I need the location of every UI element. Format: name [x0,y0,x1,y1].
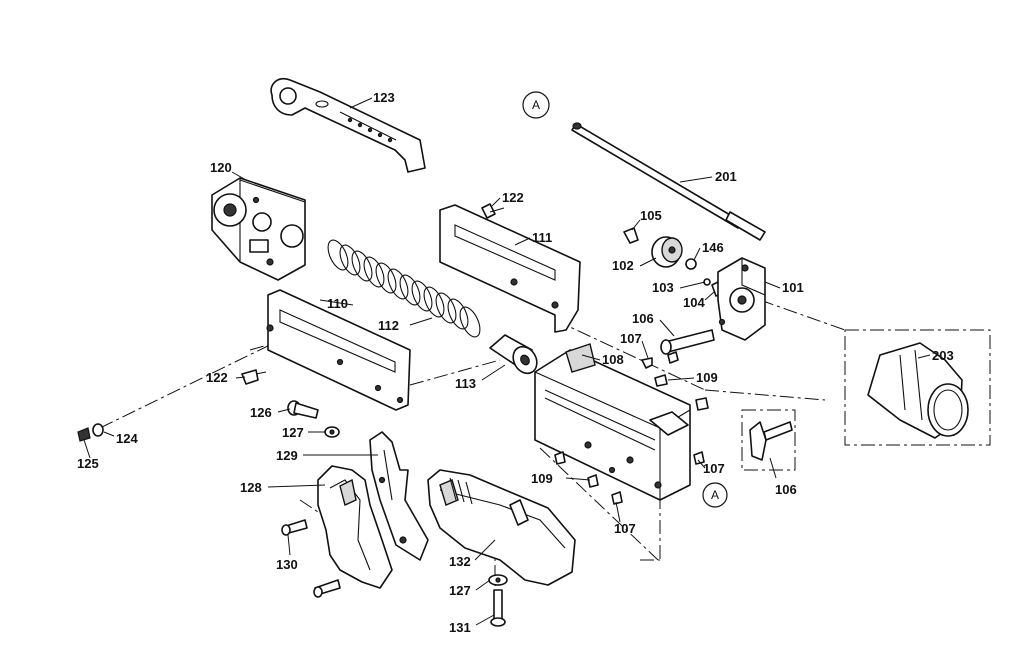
label-126: 126 [250,405,272,420]
part-113-bushing [489,334,538,375]
label-110: 110 [327,296,348,311]
part-128-handle [317,465,393,589]
label-131: 131 [449,620,471,635]
label-203: 203 [932,348,954,363]
part-102-gear [651,236,683,268]
label-107-mid: 107 [703,461,725,476]
part-108-main-frame [534,343,691,501]
label-106-top: 106 [632,311,654,326]
part-131-bolt [490,589,506,627]
assembly-axes [99,299,846,600]
label-123: 123 [373,90,395,105]
label-101: 101 [782,280,804,295]
label-107-bottom: 107 [614,521,636,536]
label-107-top: 107 [620,331,642,346]
part-146-ball [685,258,697,270]
label-120: 120 [210,160,232,175]
label-122-top: 122 [502,190,524,205]
part-130-screw-a [281,519,308,536]
label-127-top: 127 [282,425,304,440]
label-128: 128 [240,480,262,495]
part-130-screw-b [313,579,341,598]
leader-lines [83,97,931,626]
part-111-slide-plate [439,204,581,333]
label-125: 125 [77,456,99,471]
label-106-bottom: 106 [775,482,797,497]
label-122-bottom: 122 [206,370,228,385]
svg-text:A: A [711,488,719,502]
label-109-bottom: 109 [531,471,553,486]
part-109-screw-b [554,451,599,488]
part-127-washer-b [488,574,508,586]
label-103: 103 [652,280,674,295]
part-107-screw-a [641,351,679,369]
label-113: 113 [455,376,476,391]
label-146: 146 [702,240,724,255]
part-120-housing [211,177,306,281]
part-109-screw-a [654,374,709,411]
part-105-screw [623,227,639,244]
label-132: 132 [449,554,471,569]
part-203-adapter [844,329,991,446]
part-123-lever [270,77,426,173]
label-112: 112 [378,318,399,333]
part-125-screw [77,427,91,442]
part-122-screw-bottom [241,369,267,385]
part-101-head [717,257,766,341]
part-110-side-plate [266,289,411,411]
label-109-top: 109 [696,370,718,385]
label-108: 108 [602,352,624,367]
marker-a-bottom: A [702,482,728,508]
label-102: 102 [612,258,634,273]
part-124-washer [92,423,104,437]
part-201-rod [571,122,766,241]
part-106-wing-bolt [741,409,796,471]
label-129: 129 [276,448,298,463]
label-201: 201 [715,169,737,184]
label-105: 105 [640,208,662,223]
part-127-washer-a [324,426,340,438]
part-107-screw-b [693,451,705,465]
part-129-trigger [369,431,429,561]
label-111: 111 [532,230,552,245]
part-107-screw-c [611,491,623,505]
part-112-spring [327,239,481,338]
label-104: 104 [683,295,705,310]
part-126-bolt [287,400,319,419]
part-132-grip [427,469,576,586]
part-122-screw-top [481,203,505,219]
svg-text:A: A [532,98,540,112]
label-130: 130 [276,557,298,572]
marker-a-top: A [522,91,550,119]
part-106-bolt-a [660,329,715,355]
label-124: 124 [116,431,138,446]
label-127-bottom: 127 [449,583,471,598]
part-labels: 123 120 122 111 201 105 146 102 103 104 … [77,90,954,635]
